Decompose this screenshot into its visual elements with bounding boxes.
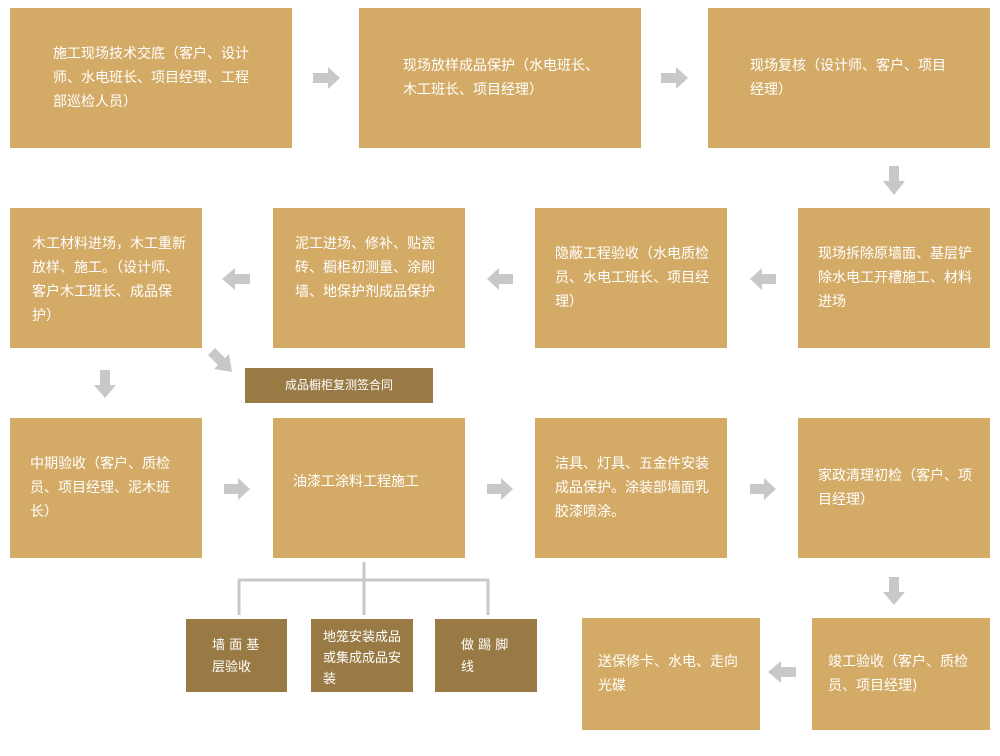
step-text: 油漆工涂料工程施工: [293, 474, 419, 490]
step-text: 洁具、灯具、五金件安装成品保护。涂装部墙面乳胶漆喷涂。: [555, 456, 709, 520]
arrow-left-icon: [768, 661, 796, 683]
step-8: 中期验收（客户、质检员、项目经理、泥木班长）: [10, 418, 202, 558]
step-5: 隐蔽工程验收（水电质检员、水电工班长、项目经理）: [535, 208, 727, 348]
sub-step-2: 地笼安装成品或集成成品安装: [311, 619, 413, 692]
arrow-left-icon: [222, 268, 250, 290]
sub-step-1: 墙 面 基层验收: [186, 619, 287, 692]
arrow-down-icon: [883, 577, 905, 605]
arrow-diagonal-icon: [208, 348, 232, 372]
step-3: 现场复核（设计师、客户、项目经理）: [708, 8, 990, 148]
arrow-left-icon: [487, 268, 513, 290]
step-4: 现场拆除原墙面、基层铲除水电工开槽施工、材料进场: [798, 208, 990, 348]
arrow-down-icon: [883, 166, 905, 195]
step-13: 送保修卡、水电、走向光碟: [582, 618, 760, 730]
arrow-right-icon: [750, 478, 776, 500]
step-2: 现场放样成品保护（水电班长、木工班长、项目经理）: [359, 8, 641, 148]
step-11: 家政清理初检（客户、项目经理）: [798, 418, 990, 558]
step-12: 竣工验收（客户、质检员、项目经理): [812, 618, 990, 730]
side-note: 成品橱柜复测签合同: [245, 368, 433, 403]
step-text: 现场复核（设计师、客户、项目经理）: [750, 58, 946, 98]
sub-step-3: 做 踢 脚线: [435, 619, 537, 692]
step-1: 施工现场技术交底（客户、设计师、水电班长、项目经理、工程部巡检人员）: [10, 8, 292, 148]
branch-connector: [237, 562, 490, 615]
step-text: 送保修卡、水电、走向光碟: [598, 654, 738, 694]
step-text: 现场拆除原墙面、基层铲除水电工开槽施工、材料进场: [818, 246, 972, 310]
arrow-left-icon: [750, 268, 776, 290]
arrow-down-icon: [94, 370, 116, 398]
step-9: 油漆工涂料工程施工: [273, 418, 465, 558]
step-7: 木工材料进场，木工重新放样、施工。（设计师、客户木工班长、成品保护）: [10, 208, 202, 348]
step-6: 泥工进场、修补、贴瓷砖、橱柜初测量、涂刷墙、地保护剂成品保护: [273, 208, 465, 348]
step-text: 施工现场技术交底（客户、设计师、水电班长、项目经理、工程部巡检人员）: [53, 46, 249, 110]
side-note-text: 成品橱柜复测签合同: [284, 378, 393, 392]
sub-step-text: 地笼安装成品或集成成品安装: [323, 630, 402, 687]
step-text: 竣工验收（客户、质检员、项目经理): [828, 654, 968, 694]
step-text: 中期验收（客户、质检员、项目经理、泥木班长）: [30, 456, 170, 520]
arrow-right-icon: [661, 67, 688, 89]
step-10: 洁具、灯具、五金件安装成品保护。涂装部墙面乳胶漆喷涂。: [535, 418, 727, 558]
step-text: 现场放样成品保护（水电班长、木工班长、项目经理）: [403, 58, 599, 98]
step-text: 隐蔽工程验收（水电质检员、水电工班长、项目经理）: [555, 246, 709, 310]
sub-step-text: 做 踢 脚线: [461, 638, 509, 675]
step-text: 泥工进场、修补、贴瓷砖、橱柜初测量、涂刷墙、地保护剂成品保护: [295, 236, 435, 300]
arrow-right-icon: [487, 478, 513, 500]
sub-step-text: 墙 面 基层验收: [212, 638, 260, 675]
step-text: 家政清理初检（客户、项目经理）: [818, 468, 972, 508]
arrow-right-icon: [224, 478, 250, 500]
arrow-right-icon: [313, 67, 340, 89]
step-text: 木工材料进场，木工重新放样、施工。（设计师、客户木工班长、成品保护）: [32, 236, 186, 324]
